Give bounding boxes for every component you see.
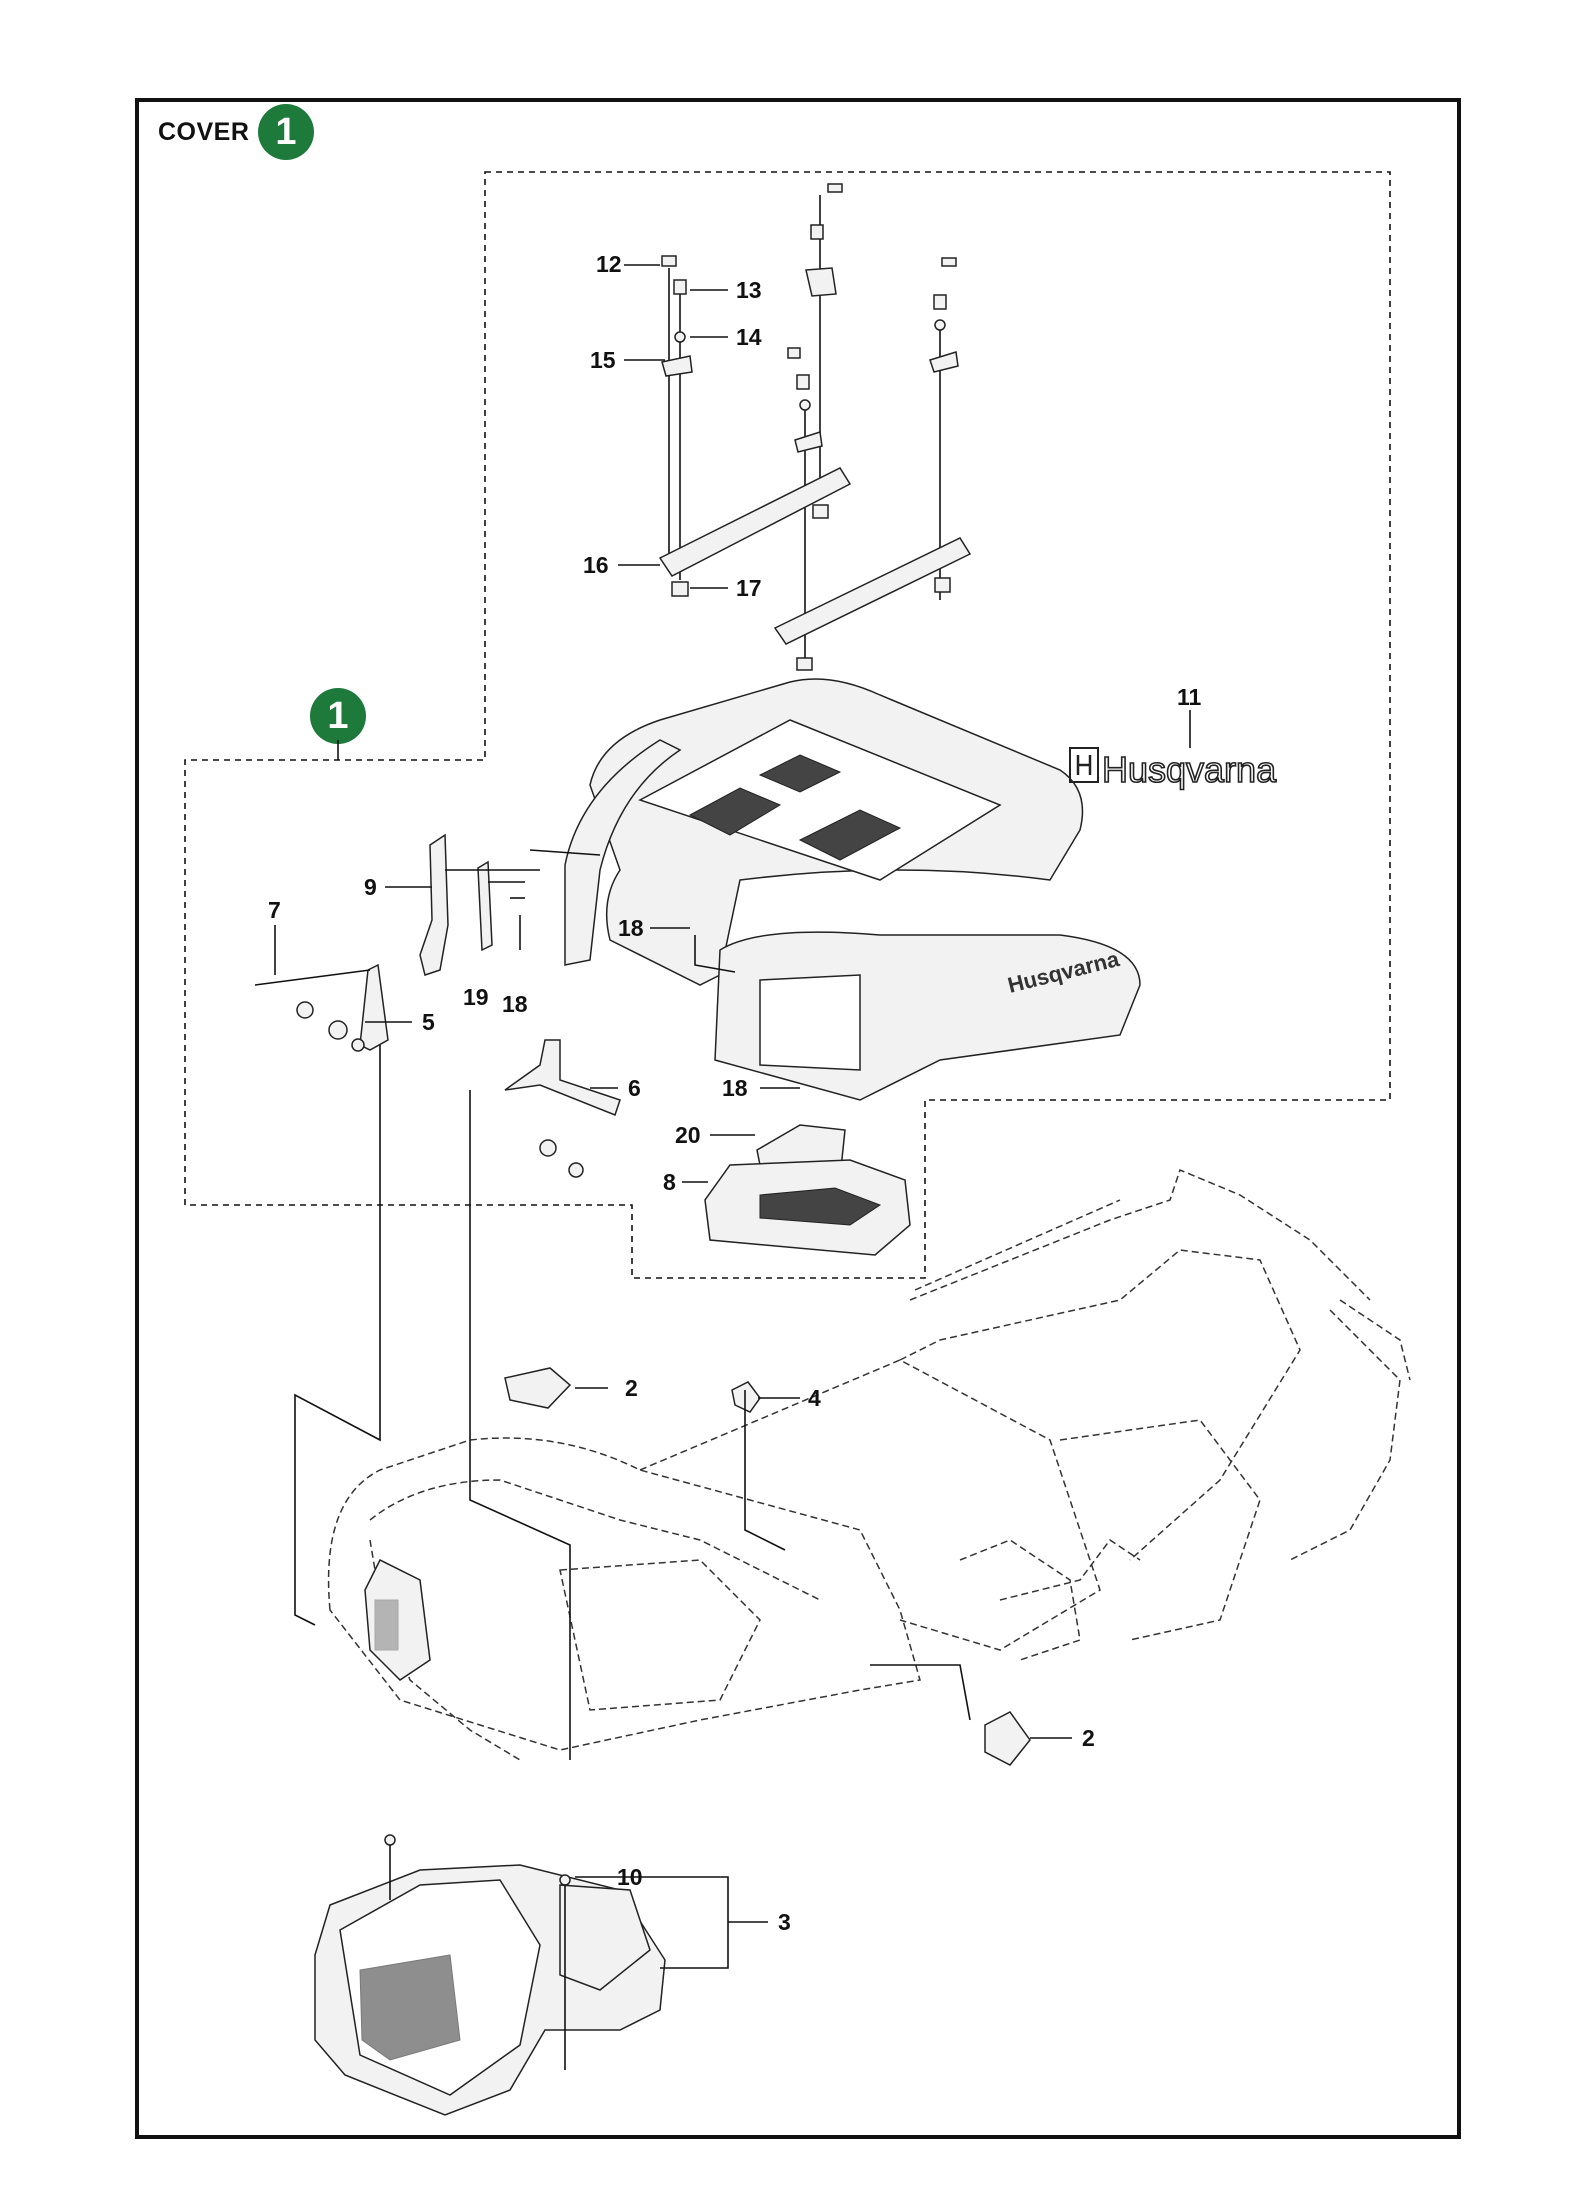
callout-leaders — [274, 264, 1072, 1969]
callout-13: 13 — [736, 277, 762, 303]
group-boundary — [184, 171, 1391, 1279]
chassis-frame — [327, 1168, 1411, 1766]
left-bracket-parts — [254, 833, 601, 1052]
callout-labels: 12 13 14 15 16 17 11 9 7 18 5 19 18 6 18… — [268, 251, 1202, 1935]
callout-15: 15 — [590, 347, 616, 373]
callout-16: 16 — [583, 552, 609, 578]
callout-12: 12 — [596, 251, 622, 277]
callout-19: 19 — [463, 984, 489, 1010]
rear-cover-part — [314, 1834, 666, 2116]
callout-18-b: 18 — [502, 991, 528, 1017]
callout-4: 4 — [808, 1385, 821, 1411]
side-panel-parts — [704, 1124, 911, 1256]
callout-14: 14 — [736, 324, 762, 350]
callout-17: 17 — [736, 575, 762, 601]
callout-5: 5 — [422, 1009, 435, 1035]
group-badge: 1 — [310, 688, 366, 744]
section-title: COVER — [158, 118, 250, 146]
callout-11: 11 — [1177, 684, 1202, 710]
callout-18-a: 18 — [618, 915, 644, 941]
callout-6: 6 — [628, 1075, 641, 1101]
callout-7: 7 — [268, 897, 281, 923]
callout-20: 20 — [675, 1122, 701, 1148]
husqvarna-decal: Husqvarna — [1069, 710, 1278, 791]
callout-18-c: 18 — [722, 1075, 748, 1101]
callout-8: 8 — [663, 1169, 676, 1195]
section-badge: 1 — [258, 104, 314, 160]
callout-10: 10 — [617, 1864, 643, 1890]
callout-2-b: 2 — [1082, 1725, 1095, 1751]
decal-brand-text: Husqvarna — [1102, 749, 1277, 790]
bracket-6 — [504, 1039, 621, 1178]
main-cover-part: Husqvarna — [564, 678, 1141, 1101]
diagram-frame — [135, 98, 1461, 2139]
callout-2-a: 2 — [625, 1375, 638, 1401]
callout-9: 9 — [364, 874, 377, 900]
callout-3: 3 — [778, 1909, 791, 1935]
routing-lines — [294, 935, 971, 1760]
hardware-stacks — [658, 183, 972, 671]
